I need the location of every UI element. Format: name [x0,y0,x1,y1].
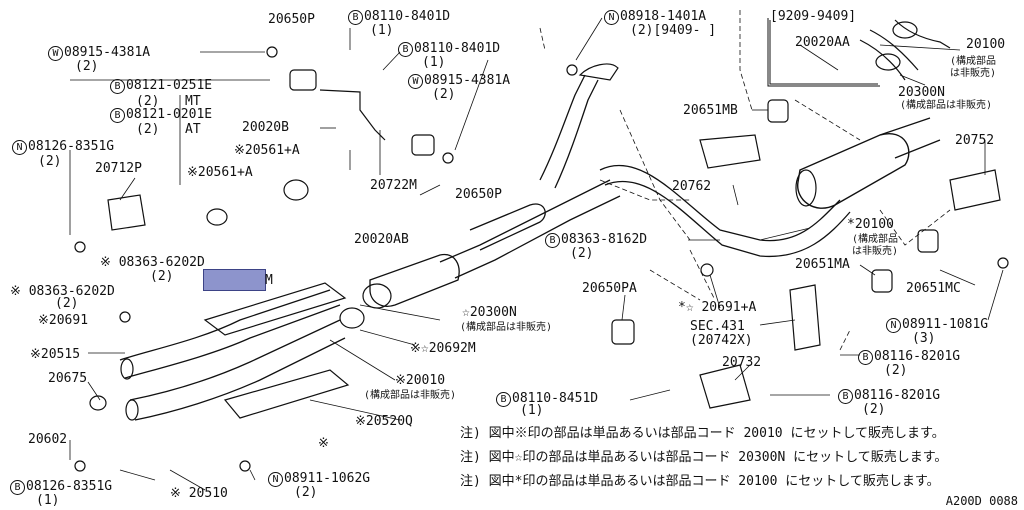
note-20100-mid-1: (構成部品 [852,234,899,245]
label-20602: 20602 [28,432,68,447]
label-20510: ※ 20510 [170,486,228,501]
label-20561a-1: ※20561+A [234,143,300,158]
label-20561a-2: ※20561+A [187,165,253,180]
label-20651mc: 20651MC [906,281,961,296]
label-at: AT [185,122,201,137]
qty-08363-6202d-b: (2) [55,296,79,311]
label-20692m: ※☆20692M [410,341,476,356]
label-20691: ※20691 [38,313,89,328]
note-line-3: 注) 図中*印の部品は単品あるいは部品コード 20100 にセットして販売します… [460,474,940,489]
qty-08363-8162d: (2) [570,246,594,261]
label-20520q: ※20520Q [355,414,413,429]
label-20650p-mid: 20650P [455,187,502,202]
label-20651ma: 20651MA [795,257,850,272]
label-20762: 20762 [672,179,712,194]
label-20100-top: 20100 [966,37,1006,52]
qty-08911-1081g: (3) [912,331,936,346]
label-20300n-top: 20300N [898,85,945,100]
highlighted-part-box[interactable] [203,269,266,291]
label-20650p-top: 20650P [268,12,315,27]
note-line-2: 注) 図中☆印の部品は単品あるいは部品コード 20300N にセットして販売しま… [460,450,948,465]
note-20100-top-2: は非販売) [950,68,997,79]
qty-08121-0251e: (2) [136,94,160,109]
qty-08110-8401d-b: (1) [422,55,446,70]
qty-08915-4381a-a: (2) [75,59,99,74]
date-range-label: [9209-9409] [770,9,857,24]
label-mt: MT [185,94,201,109]
label-20722m: 20722M [370,178,417,193]
qty-08110-8451d: (1) [520,403,544,418]
label-20691a: *☆ 20691+A [678,300,757,315]
label-20675: 20675 [48,371,88,386]
label-20020aa: 20020AA [795,35,850,50]
label-20752: 20752 [955,133,995,148]
note-20300n-top: (構成部品は非販売) [900,100,993,111]
diagram-code: A200D 0088 [945,494,1018,508]
qty-08918-1401a: (2)[9409- ] [630,23,717,38]
star-mark: ※ [318,436,329,451]
qty-08121-0201e: (2) [136,122,160,137]
label-08363-6202d-b: ※ 08363-6202D [10,284,115,299]
label-m-partial: M [265,273,273,288]
label-20010: ※20010 [395,373,446,388]
qty-08110-8401d-a: (1) [370,23,394,38]
label-20515: ※20515 [30,347,81,362]
label-20651mb: 20651MB [683,103,738,118]
qty-08126-8351g-a: (2) [38,154,62,169]
note-20100-top-1: (構成部品 [950,56,997,67]
label-20020b: 20020B [242,120,289,135]
qty-08126-8351g-b: (1) [36,493,60,508]
label-sec431-sub: (20742X) [690,333,753,348]
label-08363-6202d-a: ※ 08363-6202D [100,255,205,270]
note-20300n-mid: (構成部品は非販売) [460,322,553,333]
label-20732: 20732 [722,355,762,370]
label-20300n-mid: ☆20300N [462,305,517,320]
label-20020ab: 20020AB [354,232,409,247]
label-20100-mid: *20100 [847,217,894,232]
note-line-1: 注) 図中※印の部品は単品あるいは部品コード 20010 にセットして販売します… [460,426,945,441]
label-20712p: 20712P [95,161,142,176]
qty-08915-4381a-b: (2) [432,87,456,102]
qty-08116-8201g-b: (2) [862,402,886,417]
label-sec431: SEC.431 [690,319,745,334]
label-20650pa: 20650PA [582,281,637,296]
note-20010: (構成部品は非販売) [364,390,457,401]
note-20100-mid-2: は非販売) [852,246,899,257]
qty-08116-8201g-a: (2) [884,363,908,378]
qty-08363-6202d-a: (2) [150,269,174,284]
qty-08911-1062g: (2) [294,485,318,500]
